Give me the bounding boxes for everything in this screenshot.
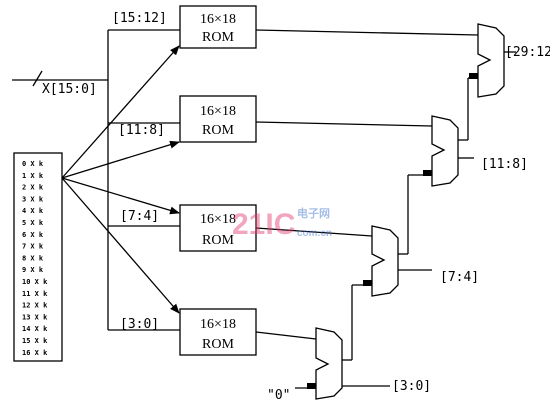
- constant-table-row: 9 X k: [22, 266, 44, 274]
- rom-1-name: ROM: [202, 30, 234, 45]
- adder-4: "0" [3:0]: [255, 285, 431, 403]
- rom-block-2: 16×18 ROM: [179, 95, 257, 143]
- output-label-11-8: [11:8]: [481, 157, 528, 172]
- adder-1: [29:12]: [255, 23, 550, 98]
- slice-label-15-12: [15:12]: [112, 11, 167, 26]
- rom-block-3: 16×18 ROM: [179, 204, 257, 252]
- watermark-main: 21IC: [232, 208, 295, 241]
- constant-table: 0 X k 1 X k 2 X k 3 X k 4 X k 5 X k 6 X k 7 X k…: [13, 152, 63, 362]
- watermark-url: com.cn: [297, 228, 332, 239]
- adder-3: [7:4]: [255, 175, 479, 297]
- input-bus: X[15:0]: [12, 70, 108, 97]
- constant-table-row: 16 X k: [22, 349, 48, 357]
- constant-table-row: 0 X k: [22, 160, 44, 168]
- watermark-cn: 电子网: [297, 206, 330, 220]
- rom-block-4: 16×18 ROM: [179, 308, 257, 356]
- zero-input-label: "0": [267, 388, 290, 403]
- rom-2-size: 16×18: [200, 104, 236, 119]
- constant-table-rows: 0 X k 1 X k 2 X k 3 X k 4 X k 5 X k 6 X k 7 X k…: [22, 160, 48, 357]
- input-bus-label: X[15:0]: [42, 82, 97, 97]
- watermark-logo: 21IC 电子网 com.cn: [232, 206, 332, 241]
- rom-3-size: 16×18: [200, 212, 236, 227]
- constant-table-row: 6 X k: [22, 231, 44, 239]
- constant-table-row: 10 X k: [22, 278, 48, 286]
- constant-table-row: 5 X k: [22, 219, 44, 227]
- rom-1-size: 16×18: [200, 12, 236, 27]
- output-label-7-4: [7:4]: [440, 270, 479, 285]
- output-label-3-0: [3:0]: [392, 379, 431, 394]
- rom-3-name: ROM: [202, 233, 234, 248]
- rom-4-name: ROM: [202, 337, 234, 352]
- constant-table-row: 14 X k: [22, 325, 48, 333]
- slice-label-3-0: [3:0]: [120, 317, 159, 332]
- adder-2: [11:8]: [255, 78, 528, 187]
- output-label-29-12: [29:12]: [505, 45, 550, 60]
- rom-4-size: 16×18: [200, 317, 236, 332]
- constant-table-row: 8 X k: [22, 254, 44, 262]
- constant-table-row: 15 X k: [22, 337, 48, 345]
- constant-table-row: 11 X k: [22, 290, 48, 298]
- table-to-rom-arrows: [61, 45, 180, 314]
- constant-table-row: 4 X k: [22, 207, 44, 215]
- rom-block-1: 16×18 ROM: [179, 5, 257, 49]
- constant-table-row: 1 X k: [22, 172, 44, 180]
- rom-2-name: ROM: [202, 123, 234, 138]
- constant-table-row: 2 X k: [22, 184, 44, 192]
- constant-table-row: 3 X k: [22, 195, 44, 203]
- slice-label-7-4: [7:4]: [120, 209, 159, 224]
- constant-table-row: 12 X k: [22, 302, 48, 310]
- slice-taps: [108, 29, 180, 331]
- constant-table-row: 13 X k: [22, 313, 48, 321]
- slice-label-11-8: [11:8]: [118, 123, 165, 138]
- constant-table-row: 7 X k: [22, 243, 44, 251]
